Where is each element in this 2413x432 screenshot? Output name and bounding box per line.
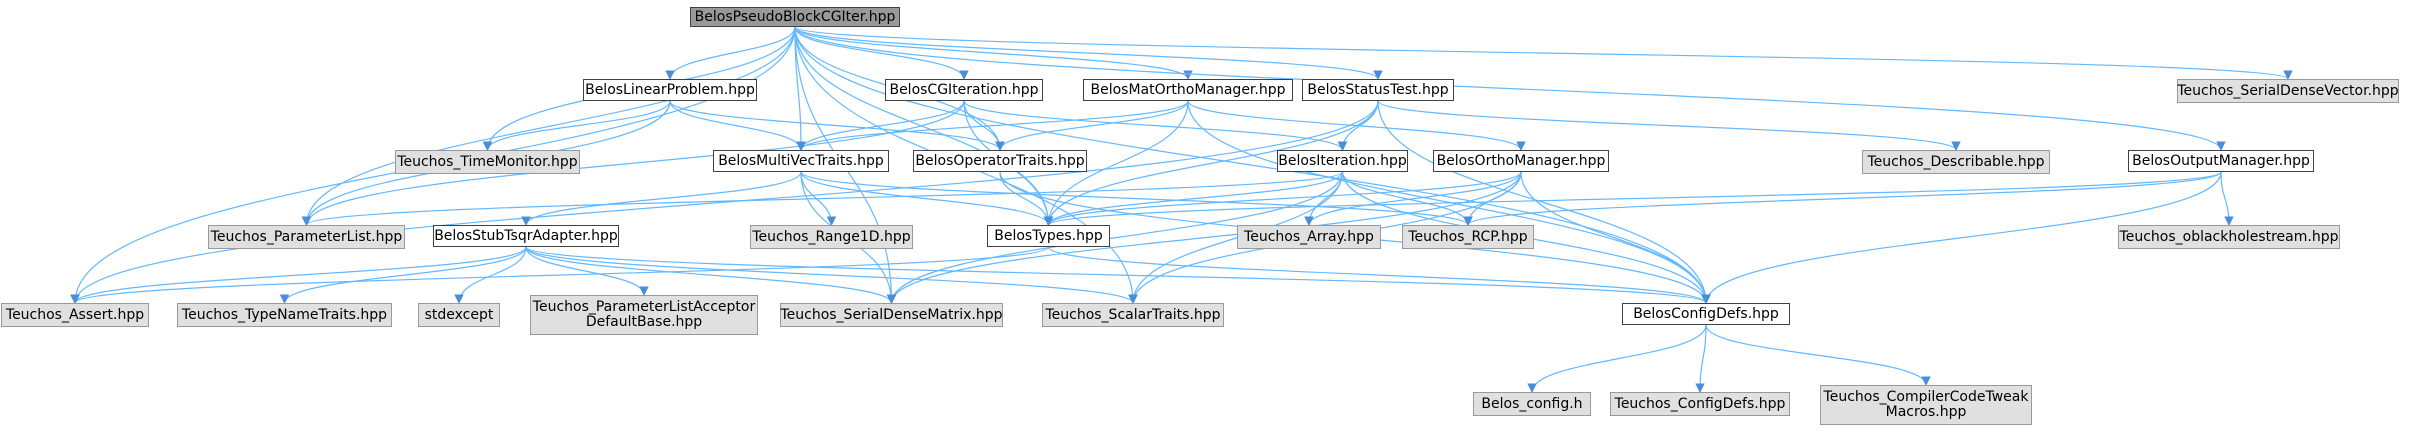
node-teuchos-compiler-code-tweak-macros: Teuchos_CompilerCodeTweak Macros.hpp bbox=[1820, 385, 2032, 425]
edge-configdefs-to-compiler bbox=[1705, 324, 1931, 386]
edge-linprob-to-optraits bbox=[669, 100, 1005, 151]
edge-status-to-configdefs bbox=[1377, 100, 1711, 304]
edge-mvtraits-to-tsqr bbox=[521, 171, 802, 226]
edge-status-to-describ bbox=[1377, 100, 1961, 151]
edge-outmgr-to-rcp bbox=[1463, 171, 2222, 226]
node-belos-mat-ortho-manager[interactable]: BelosMatOrthoManager.hpp bbox=[1083, 79, 1293, 101]
edge-root-to-outmgr bbox=[794, 26, 2226, 151]
edge-tsqr-to-configdefs bbox=[525, 246, 1711, 304]
edge-iteration-to-types bbox=[1043, 171, 1344, 226]
node-teuchos-time-monitor: Teuchos_TimeMonitor.hpp bbox=[395, 150, 580, 174]
edge-cgiter-to-plist bbox=[301, 100, 965, 226]
node-stdexcept: stdexcept bbox=[418, 303, 500, 327]
node-belos-cg-iteration[interactable]: BelosCGIteration.hpp bbox=[885, 79, 1043, 101]
node-belos-output-manager[interactable]: BelosOutputManager.hpp bbox=[2128, 150, 2314, 172]
edge-root-to-status bbox=[794, 26, 1383, 80]
edge-root-to-configdefs bbox=[794, 26, 1711, 304]
node-teuchos-scalar-traits: Teuchos_ScalarTraits.hpp bbox=[1042, 303, 1224, 327]
edge-root-to-linprob bbox=[665, 26, 796, 80]
edge-cgiter-to-iteration bbox=[963, 100, 1348, 151]
edge-tsqr-to-typename bbox=[279, 246, 527, 304]
node-teuchos-describable: Teuchos_Describable.hpp bbox=[1862, 150, 2050, 174]
edge-matortho-to-configdefs bbox=[1187, 100, 1711, 304]
node-teuchos-config-defs: Teuchos_ConfigDefs.hpp bbox=[1610, 392, 1790, 416]
node-belos-iteration[interactable]: BelosIteration.hpp bbox=[1277, 150, 1408, 172]
edge-configdefs-to-belosconfig bbox=[1527, 324, 1707, 393]
node-teuchos-serial-dense-vector: Teuchos_SerialDenseVector.hpp bbox=[2177, 79, 2399, 103]
node-teuchos-array: Teuchos_Array.hpp bbox=[1237, 225, 1381, 249]
node-belos-operator-traits[interactable]: BelosOperatorTraits.hpp bbox=[913, 150, 1087, 172]
edge-mvtraits-to-types bbox=[800, 171, 1054, 226]
edge-outmgr-to-oblack bbox=[2220, 171, 2234, 226]
node-belos-config-h: Belos_config.h bbox=[1473, 392, 1591, 416]
edge-outmgr-to-types bbox=[1044, 171, 2222, 226]
edge-orthomgr-to-array bbox=[1304, 171, 1522, 226]
edge-matortho-to-optraits bbox=[995, 100, 1189, 151]
edge-matortho-to-mvtraits bbox=[796, 100, 1189, 151]
node-belos-multi-vec-traits[interactable]: BelosMultiVecTraits.hpp bbox=[713, 150, 889, 172]
edge-iteration-to-rcp bbox=[1341, 171, 1473, 226]
node-belos-config-defs[interactable]: BelosConfigDefs.hpp bbox=[1622, 303, 1790, 325]
edge-configdefs-to-tconfigdefs bbox=[1695, 324, 1707, 393]
node-teuchos-oblackholestream: Teuchos_oblackholestream.hpp bbox=[2118, 225, 2340, 249]
edge-outmgr-to-configdefs bbox=[1701, 171, 2222, 304]
edge-orthomgr-to-sdmatrix bbox=[886, 171, 1522, 304]
edge-mvtraits-to-rcp bbox=[800, 171, 1473, 226]
node-teuchos-parameter-list-acceptor-default-base: Teuchos_ParameterListAcceptor DefaultBas… bbox=[530, 295, 758, 335]
node-belos-stub-tsqr-adapter[interactable]: BelosStubTsqrAdapter.hpp bbox=[433, 225, 619, 247]
node-teuchos-type-name-traits: Teuchos_TypeNameTraits.hpp bbox=[177, 303, 392, 327]
edge-linprob-to-mvtraits bbox=[669, 100, 806, 151]
edge-tsqr-to-stdexcept bbox=[454, 246, 527, 304]
edge-tsqr-to-scalar bbox=[525, 246, 1138, 304]
node-teuchos-range1d: Teuchos_Range1D.hpp bbox=[750, 225, 913, 249]
node-teuchos-serial-dense-matrix: Teuchos_SerialDenseMatrix.hpp bbox=[780, 303, 1003, 327]
edge-root-to-plist bbox=[301, 26, 796, 226]
node-teuchos-parameter-list: Teuchos_ParameterList.hpp bbox=[208, 225, 405, 249]
node-belos-linear-problem[interactable]: BelosLinearProblem.hpp bbox=[583, 79, 757, 101]
edge-iteration-to-plist bbox=[302, 171, 1344, 226]
edge-tsqr-to-assert bbox=[70, 246, 527, 304]
edge-root-to-cgiter bbox=[794, 26, 969, 80]
edge-matortho-to-orthomgr bbox=[1187, 100, 1526, 151]
node-belos-ortho-manager[interactable]: BelosOrthoManager.hpp bbox=[1433, 150, 1609, 172]
node-teuchos-assert: Teuchos_Assert.hpp bbox=[1, 303, 149, 327]
edge-orthomgr-to-types bbox=[1043, 171, 1522, 226]
edge-types-to-configdefs bbox=[1047, 246, 1711, 304]
node-belos-types[interactable]: BelosTypes.hpp bbox=[987, 225, 1110, 247]
node-belos-status-test[interactable]: BelosStatusTest.hpp bbox=[1302, 79, 1454, 101]
edge-linprob-to-timemon bbox=[482, 100, 671, 151]
edge-tsqr-to-placcept bbox=[525, 246, 649, 296]
node-belos-pseudo-block-cg-iter[interactable]: BelosPseudoBlockCGIter.hpp bbox=[690, 7, 900, 27]
node-teuchos-rcp: Teuchos_RCP.hpp bbox=[1402, 225, 1534, 249]
edge-orthomgr-to-configdefs bbox=[1520, 171, 1711, 304]
edge-types-to-assert bbox=[70, 246, 1050, 304]
edge-tsqr-to-sdmatrix bbox=[525, 246, 897, 304]
edge-root-to-matortho bbox=[794, 26, 1193, 80]
edge-matortho-to-types bbox=[1043, 100, 1189, 226]
edge-root-to-sdvec bbox=[794, 26, 2293, 80]
edge-cgiter-to-mvtraits bbox=[796, 100, 965, 151]
edge-status-to-assert bbox=[70, 100, 1379, 304]
